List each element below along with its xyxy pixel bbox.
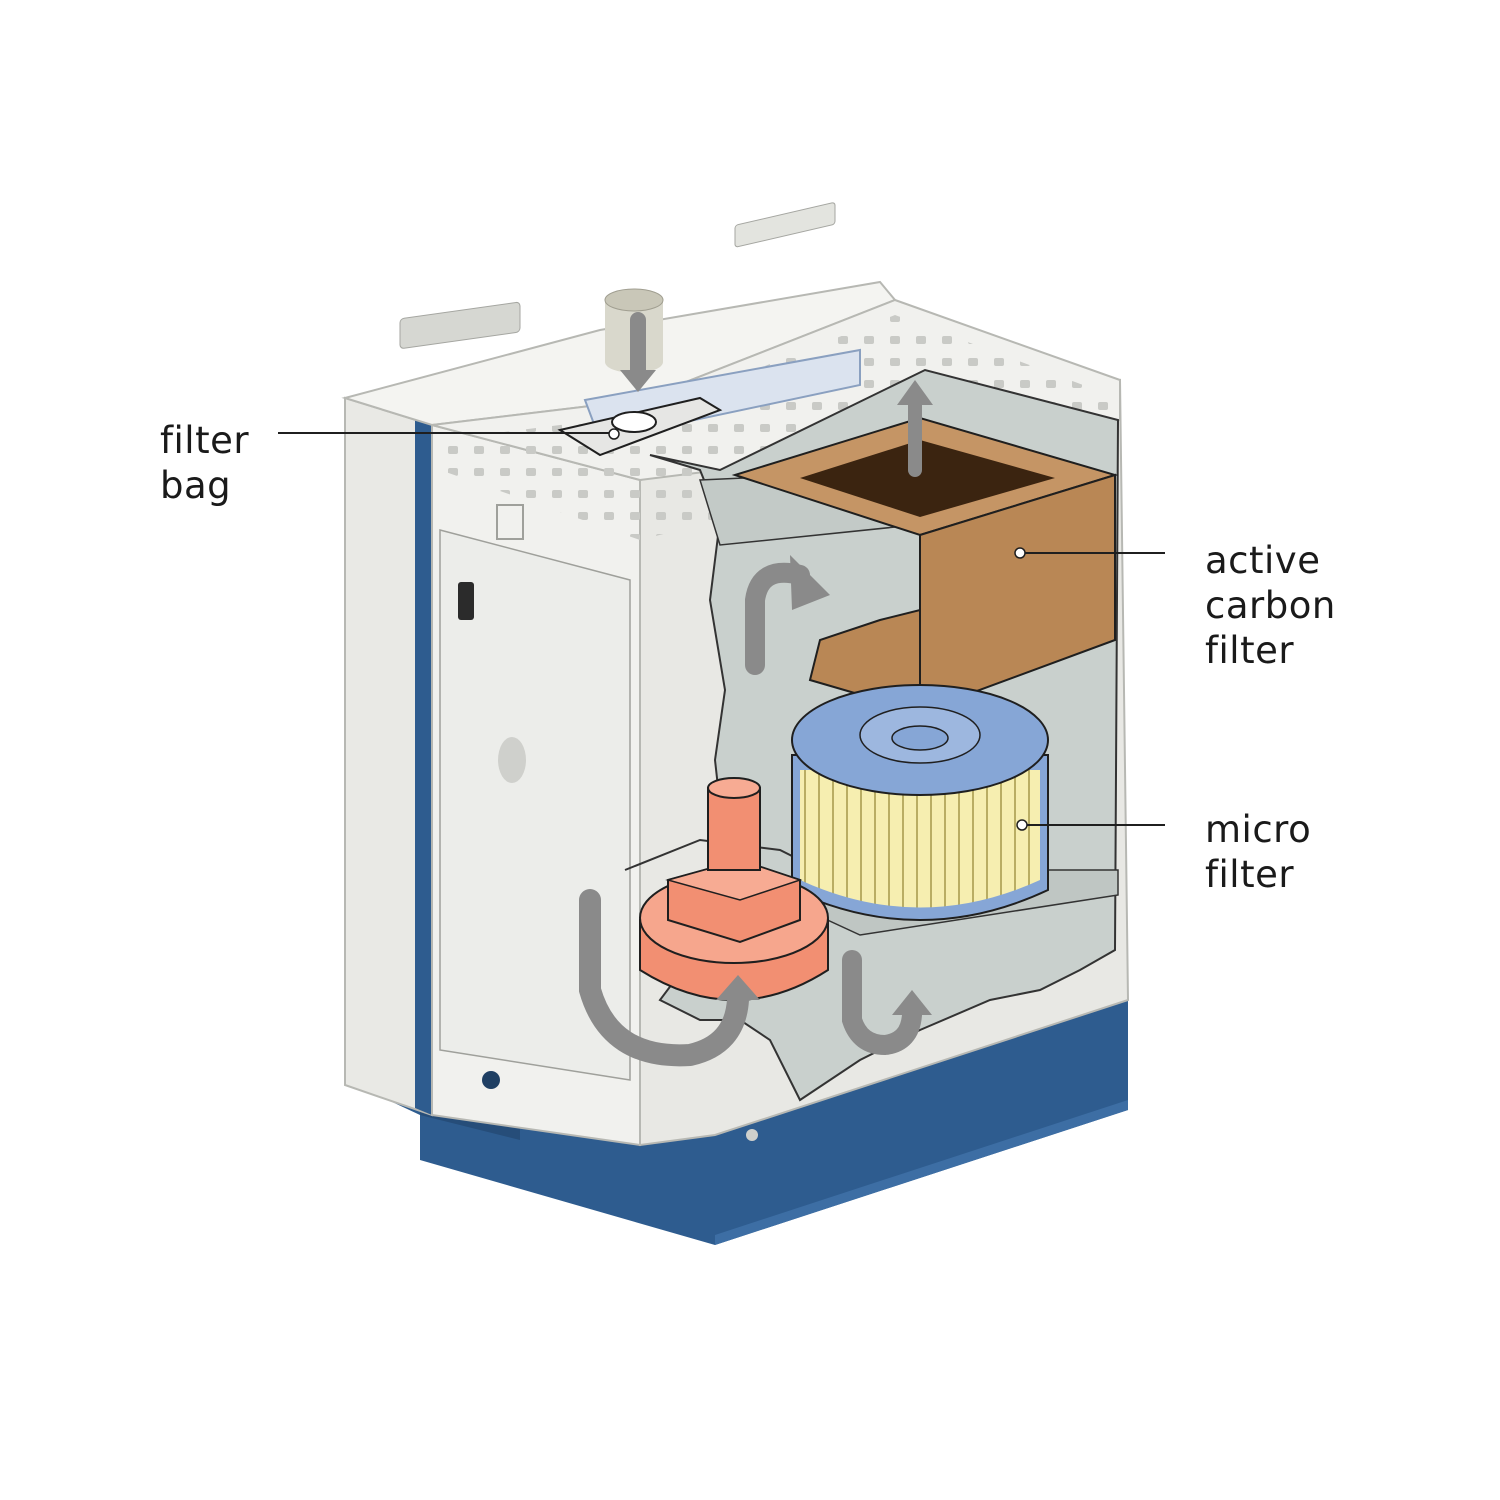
airflow-arrow-icon xyxy=(842,950,932,1056)
airflow-arrow-icon xyxy=(579,889,760,1067)
power-switch-icon xyxy=(458,582,474,620)
callout-micro-line1: micro xyxy=(1205,808,1312,851)
airflow-arrow-icon xyxy=(745,555,830,675)
control-panel xyxy=(399,301,521,349)
callout-carbon-line1: active xyxy=(1205,539,1321,582)
callout-filter-bag-line1: filter xyxy=(160,419,250,462)
vent-grille xyxy=(440,315,1110,540)
callout-carbon-line2: carbon xyxy=(1205,584,1336,627)
active-carbon-filter xyxy=(731,416,1119,714)
callout-active-carbon-filter: active carbon filter xyxy=(1205,538,1336,673)
fan-motor xyxy=(639,777,829,1001)
base-plinth xyxy=(345,1000,1128,1245)
airflow-arrow-icon xyxy=(897,380,933,477)
callout-filter-bag-line2: bag xyxy=(160,464,232,507)
callout-leaders xyxy=(278,432,1165,826)
service-port xyxy=(498,737,526,783)
filter-bag xyxy=(557,396,723,457)
airflow-arrows xyxy=(579,312,933,1067)
callout-micro-line2: filter xyxy=(1205,853,1295,896)
airflow-arrow-icon xyxy=(620,312,656,392)
brand-plate xyxy=(734,202,836,248)
callout-micro-filter: micro filter xyxy=(1205,807,1311,897)
callout-filter-bag: filter bag xyxy=(160,418,249,508)
micro-filter xyxy=(791,684,1049,921)
callout-carbon-line3: filter xyxy=(1205,629,1295,672)
